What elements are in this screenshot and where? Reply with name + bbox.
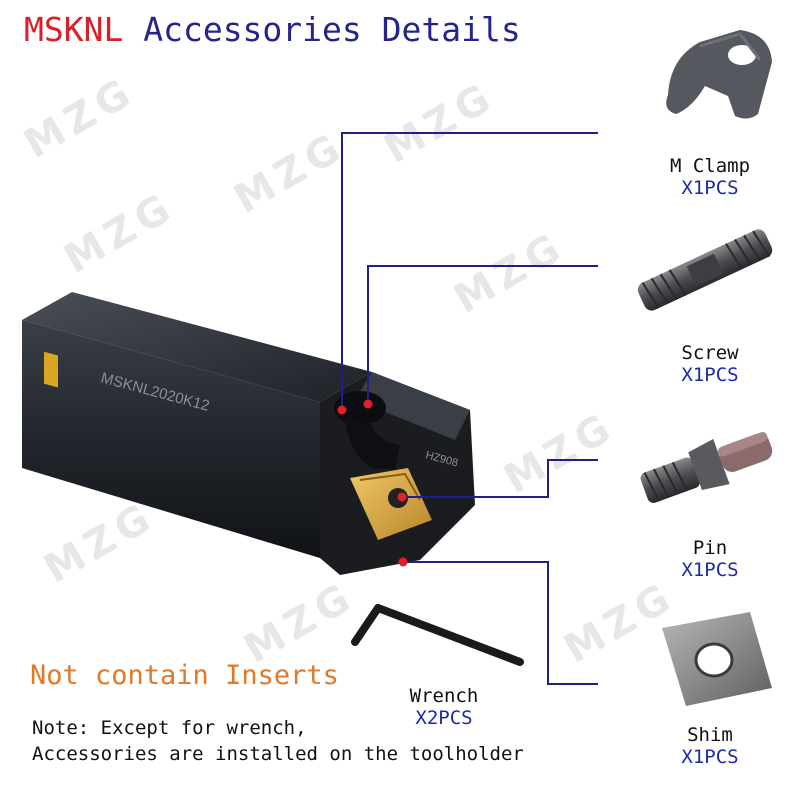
- marker-m-clamp: [337, 405, 347, 415]
- label-shim: Shim X1PCS: [640, 724, 780, 768]
- marker-screw: [363, 399, 373, 409]
- shim-qty: X1PCS: [681, 746, 739, 768]
- label-wrench: Wrench X2PCS: [374, 685, 514, 729]
- m-clamp-qty: X1PCS: [681, 177, 739, 199]
- inserts-notice: Not contain Inserts: [30, 660, 339, 691]
- leader-m-clamp: [341, 132, 598, 408]
- screw-qty: X1PCS: [681, 364, 739, 386]
- marker-shim: [398, 557, 408, 567]
- title-brand: MSKNL: [24, 10, 124, 49]
- shim-name: Shim: [687, 724, 733, 746]
- leader-lines: [341, 132, 598, 685]
- m-clamp-name: M Clamp: [669, 155, 751, 177]
- screw-icon: [637, 229, 773, 311]
- pin-name: Pin: [692, 537, 728, 559]
- pin-qty: X1PCS: [681, 559, 739, 581]
- note-line-2: Accessories are installed on the toolhol…: [32, 743, 524, 765]
- toolholder-top-face: [22, 292, 372, 402]
- label-pin: Pin X1PCS: [640, 537, 780, 581]
- installation-note: Note: Except for wrench, Accessories are…: [32, 715, 524, 767]
- screw-name: Screw: [681, 342, 739, 364]
- title-text: Accessories Details: [143, 10, 521, 49]
- label-screw: Screw X1PCS: [640, 342, 780, 386]
- pin-icon: [640, 432, 773, 503]
- wrench-name: Wrench: [409, 685, 479, 707]
- leader-screw: [367, 265, 598, 404]
- shim-icon: [662, 612, 772, 706]
- marker-pin: [397, 492, 407, 502]
- markers: [337, 399, 408, 567]
- note-line-1: Note: Except for wrench,: [32, 717, 307, 739]
- wrench-qty: X2PCS: [415, 707, 473, 729]
- m-clamp-icon: [666, 30, 772, 119]
- toolholder-side-face: [22, 320, 320, 558]
- leader-shim: [403, 561, 598, 685]
- wrench-icon: [351, 604, 524, 666]
- toolholder: MSKNL2020K12 HZ908: [22, 292, 475, 575]
- leader-pin: [402, 459, 598, 498]
- page-title: MSKNL Accessories Details: [24, 10, 521, 49]
- label-m-clamp: M Clamp X1PCS: [640, 155, 780, 199]
- brand-label-icon: [44, 351, 58, 388]
- clamp-body: [334, 391, 386, 425]
